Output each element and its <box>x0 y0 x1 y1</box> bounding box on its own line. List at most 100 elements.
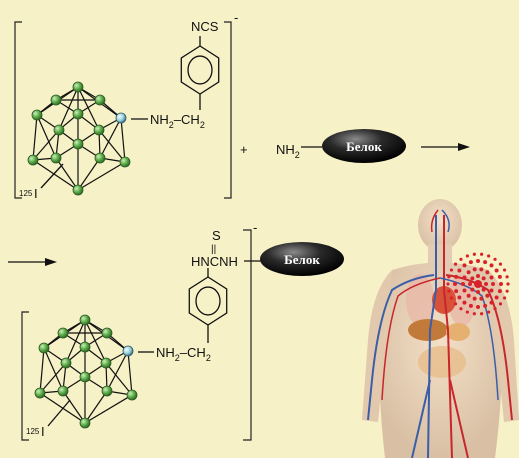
cage-bond <box>77 157 101 191</box>
burst-dot <box>489 275 494 280</box>
burst-dot <box>449 268 454 272</box>
cage-bond <box>36 114 57 159</box>
burst-dot <box>447 289 451 293</box>
burst-core <box>474 280 482 288</box>
burst-dot <box>494 295 499 300</box>
burst-dot <box>493 307 497 311</box>
isotope-symbol: I <box>34 186 38 201</box>
burst-dot <box>457 295 462 300</box>
burst-dot <box>453 262 458 266</box>
benzene-ring <box>180 45 220 95</box>
vessels <box>367 209 513 458</box>
burst-dot <box>453 282 457 286</box>
cage-atom <box>94 94 106 106</box>
burst-dot <box>481 287 486 292</box>
iodine-bond-product <box>47 399 71 427</box>
cage-atom <box>31 109 43 121</box>
amino-protein: NH2 Белок <box>276 129 406 163</box>
cage-atom <box>79 314 91 326</box>
burst-dot <box>466 293 471 298</box>
burst-dot <box>485 293 490 298</box>
burst-dot <box>506 282 510 286</box>
product-complex: - 125 I NH2–CH2 S || HNCNH Белок <box>21 220 344 441</box>
protein-label: Белок <box>346 139 382 154</box>
burst-dot <box>487 310 491 314</box>
cage-atom <box>50 152 62 164</box>
target-burst <box>446 252 510 316</box>
cage-bond <box>32 129 60 161</box>
burst-dot <box>479 296 484 301</box>
ring-aromatic-circle <box>187 55 213 85</box>
burst-dot <box>457 268 462 273</box>
burst-dot <box>472 296 477 301</box>
product-charge: - <box>253 220 257 235</box>
cage-atom <box>94 152 106 164</box>
burst-dot <box>476 290 480 294</box>
burst-dot <box>459 257 463 261</box>
cage-atom <box>50 94 62 106</box>
burst-dot <box>502 296 507 300</box>
burst-dot <box>480 252 484 256</box>
benzene-ring-product <box>188 276 228 326</box>
burst-dot <box>459 307 463 311</box>
cage-atom <box>79 417 91 429</box>
burst-dot <box>470 276 475 281</box>
burst-dot <box>449 296 454 300</box>
burst-dot <box>505 289 509 293</box>
cage-atom <box>72 108 84 120</box>
burst-dot <box>480 312 484 316</box>
cage-bond <box>98 129 126 163</box>
isotope-mass: 125 <box>19 189 33 198</box>
cage-atom <box>101 385 113 397</box>
isotope-mass-product: 125 <box>26 427 40 436</box>
cage-atom <box>93 124 105 136</box>
reactant-bracket-left <box>14 21 22 199</box>
cage-atom <box>126 389 138 401</box>
cage-bond <box>127 350 133 396</box>
burst-dot <box>476 274 480 278</box>
burst-dot <box>472 312 476 316</box>
burst-dot <box>491 282 495 286</box>
cage-bond <box>55 157 79 191</box>
burst-dot <box>483 303 488 308</box>
cage-bond <box>105 362 133 396</box>
burst-dot <box>472 267 477 272</box>
cage-attachment-atom <box>122 345 134 357</box>
reactant-charge: - <box>234 10 238 25</box>
cage-atom <box>57 327 69 339</box>
cage-bond <box>43 347 64 392</box>
reaction-arrow-bottom <box>8 258 57 266</box>
burst-dot <box>484 282 488 286</box>
lung-left <box>406 274 434 326</box>
isotope-symbol-product: I <box>41 424 45 439</box>
cage-atom <box>72 138 84 150</box>
burst-dot <box>462 300 467 305</box>
cage-atom <box>38 342 50 354</box>
burst-dot <box>468 282 472 286</box>
product-bracket-left <box>21 311 29 441</box>
burst-dot <box>502 268 507 272</box>
ring-outline <box>188 276 228 326</box>
cage-bond <box>39 347 45 394</box>
cage-bond <box>32 114 38 161</box>
cage-atom <box>57 385 69 397</box>
burst-dot <box>476 305 480 309</box>
iodine-bond <box>40 163 64 189</box>
burst-dot <box>453 302 458 306</box>
burst-dot <box>466 270 471 275</box>
product-protein-label: Белок <box>284 252 320 267</box>
burst-dot <box>498 262 503 266</box>
burst-dot <box>497 289 502 294</box>
burst-dot <box>487 254 491 258</box>
cage-bond <box>84 394 133 424</box>
burst-dot <box>462 288 467 293</box>
cage-atom <box>79 371 91 383</box>
burst-dot <box>497 274 502 279</box>
burst-dot <box>454 274 459 279</box>
burst-dot <box>499 282 503 286</box>
cage-atom <box>34 387 46 399</box>
burst-dot <box>461 282 465 286</box>
cage-bond <box>99 117 122 159</box>
burst-dot <box>468 260 473 265</box>
intestines <box>418 346 466 378</box>
